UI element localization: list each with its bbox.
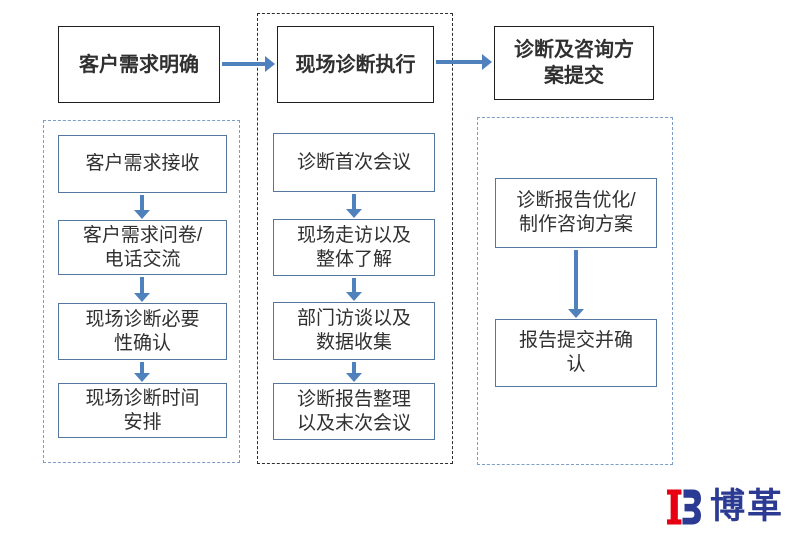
phase1-group-outline [43, 120, 240, 463]
step-box-col3-2: 报告提交并确 认 [495, 319, 657, 387]
arrow-head-icon [265, 56, 275, 72]
boge-logo: 博革 [666, 489, 784, 525]
top-step-box-2: 现场诊断执行 [277, 26, 434, 103]
step-box-col2-3: 部门访谈以及 数据收集 [273, 302, 435, 360]
connector-arrow-top-2 [436, 54, 492, 70]
connector-arrow-col2-1 [346, 194, 362, 218]
arrow-head-icon [134, 210, 150, 219]
arrow-head-icon [346, 292, 362, 301]
arrow-head-icon [134, 293, 150, 302]
top-step-box-3: 诊断及咨询方 案提交 [494, 26, 654, 100]
phase2-group-outline [257, 13, 453, 464]
arrow-shaft [352, 194, 356, 211]
boge-logo-text: 博革 [710, 487, 785, 526]
phase3-group-outline [477, 117, 673, 465]
connector-arrow-col2-3 [346, 362, 362, 382]
arrow-shaft [222, 62, 266, 66]
arrow-head-icon [346, 209, 362, 218]
arrow-head-icon [134, 373, 150, 382]
step-box-col2-2: 现场走访以及 整体了解 [273, 219, 435, 276]
connector-arrow-top-1 [222, 56, 275, 72]
arrow-shaft [352, 278, 356, 294]
arrow-shaft [140, 362, 144, 375]
connector-arrow-col2-2 [346, 278, 362, 301]
arrow-shaft [140, 277, 144, 295]
step-box-col1-1: 客户需求接收 [58, 135, 227, 193]
arrow-shaft [574, 250, 578, 311]
connector-arrow-col1-1 [134, 195, 150, 219]
connector-arrow-col1-2 [134, 277, 150, 302]
arrow-head-icon [568, 309, 584, 318]
arrow-shaft [352, 362, 356, 375]
step-box-col3-1: 诊断报告优化/ 制作咨询方案 [495, 178, 657, 248]
step-box-col1-4: 现场诊断时间 安排 [58, 383, 227, 438]
connector-arrow-col3-1 [568, 250, 584, 318]
step-box-col2-1: 诊断首次会议 [273, 133, 435, 192]
arrow-shaft [436, 60, 483, 64]
step-box-col2-4: 诊断报告整理 以及末次会议 [273, 383, 435, 440]
boge-logo-icon [667, 489, 701, 525]
connector-arrow-col1-3 [134, 362, 150, 382]
arrow-shaft [140, 195, 144, 212]
top-step-box-1: 客户需求明确 [58, 26, 220, 103]
arrow-head-icon [346, 373, 362, 382]
arrow-head-icon [482, 54, 492, 70]
step-box-col1-2: 客户需求问卷/ 电话交流 [58, 220, 227, 275]
step-box-col1-3: 现场诊断必要 性确认 [58, 303, 227, 360]
